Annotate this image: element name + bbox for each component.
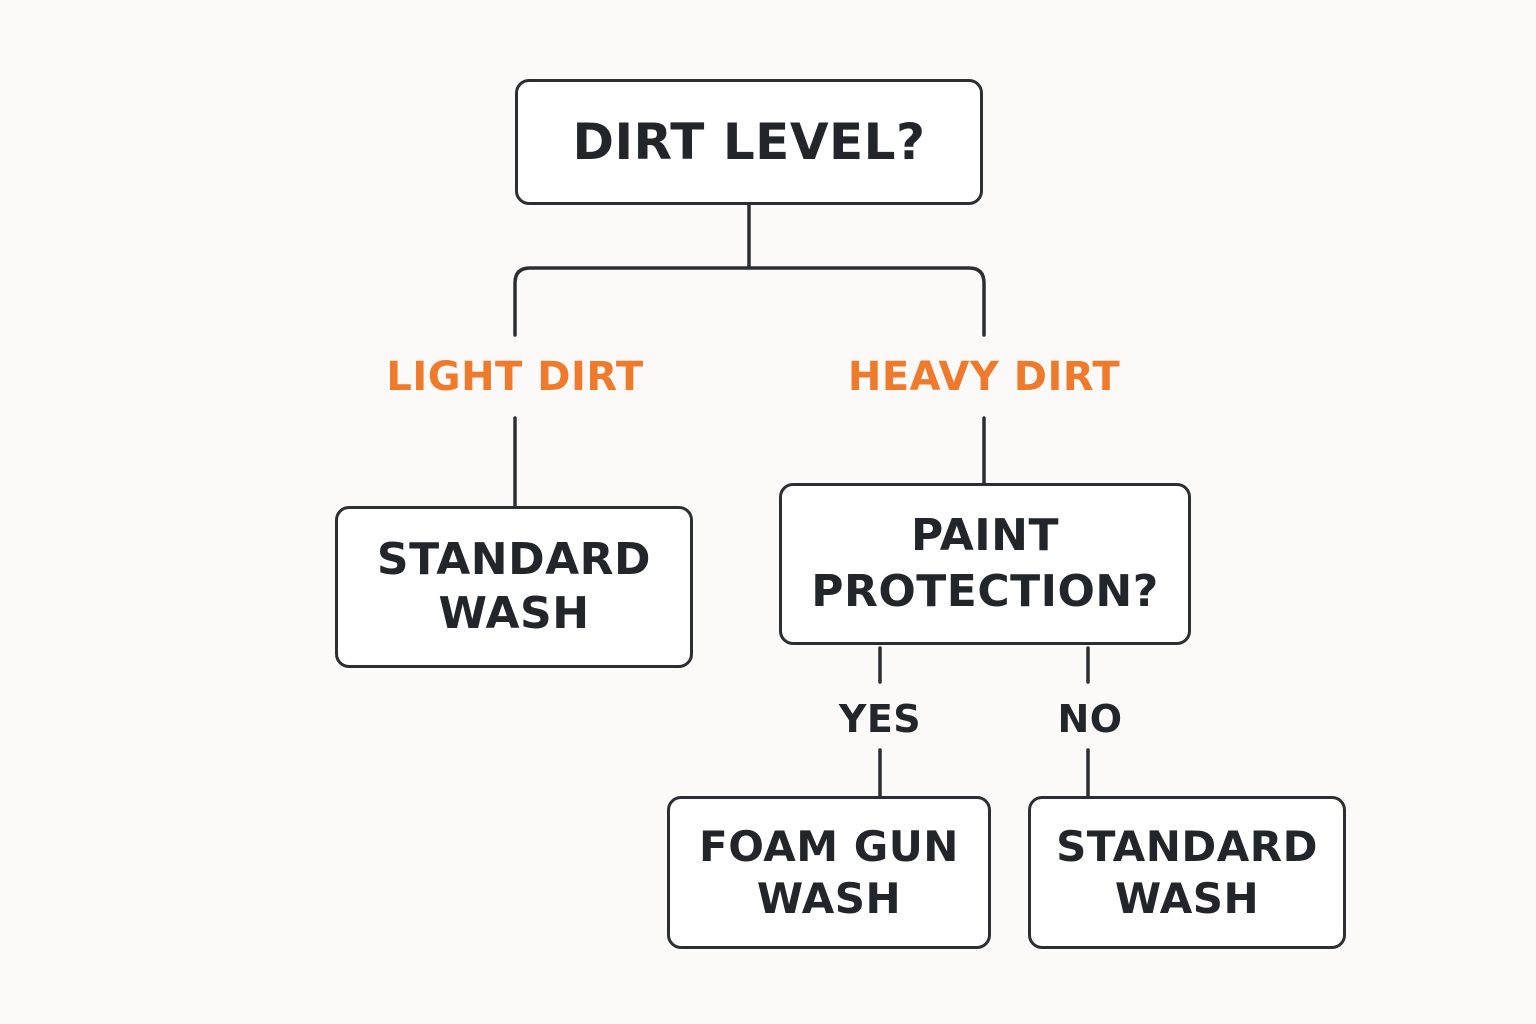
standard-wash-left-label: STANDARD WASH [376, 534, 652, 639]
standard-wash-right-label: STANDARD WASH [1056, 821, 1318, 923]
standard-wash-right-node: STANDARD WASH [1028, 796, 1346, 949]
yes-label: YES [838, 697, 922, 741]
no-label: NO [1057, 697, 1123, 741]
heavy-dirt-label: HEAVY DIRT [847, 354, 1121, 400]
foam-gun-wash-label: FOAM GUN WASH [699, 821, 959, 923]
foam-gun-wash-node: FOAM GUN WASH [667, 796, 991, 949]
paint-protection-label: PAINT PROTECTION? [811, 510, 1159, 617]
light-dirt-label: LIGHT DIRT [386, 354, 644, 400]
paint-protection-node: PAINT PROTECTION? [779, 483, 1191, 645]
standard-wash-left-node: STANDARD WASH [335, 506, 693, 668]
root-branch-line [513, 266, 986, 337]
dirt-level-node: DIRT LEVEL? [515, 79, 983, 205]
dirt-level-label: DIRT LEVEL? [572, 113, 926, 171]
